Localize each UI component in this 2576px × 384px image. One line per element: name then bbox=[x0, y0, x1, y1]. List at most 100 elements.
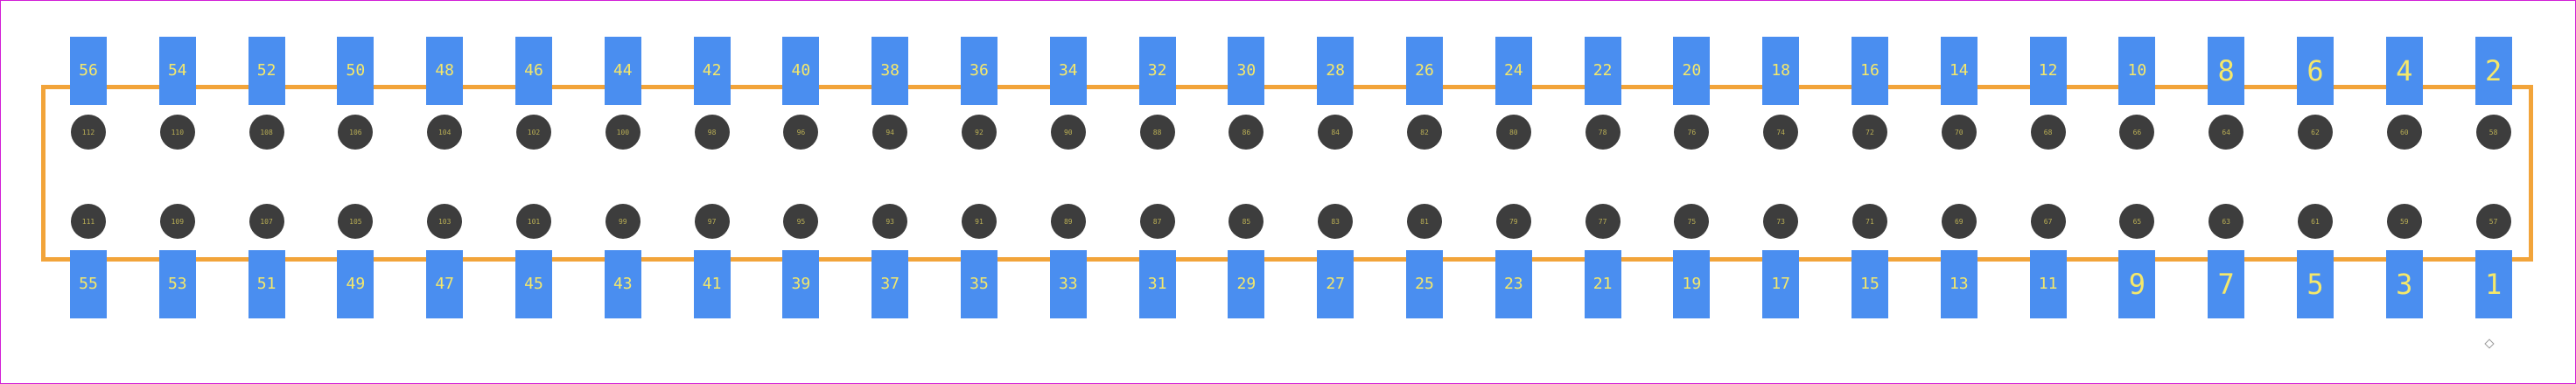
pad-21: 21 bbox=[1584, 250, 1621, 318]
via-hole-61: 61 bbox=[2298, 204, 2333, 239]
silkscreen-outline bbox=[41, 85, 2533, 262]
pad-17: 17 bbox=[1762, 250, 1800, 318]
via-hole-106: 106 bbox=[338, 115, 374, 150]
pad-40: 40 bbox=[782, 37, 820, 105]
via-hole-87: 87 bbox=[1139, 204, 1175, 239]
via-hole-81: 81 bbox=[1407, 204, 1442, 239]
pad-37: 37 bbox=[872, 250, 909, 318]
pad-45: 45 bbox=[515, 250, 552, 318]
pad-30: 30 bbox=[1228, 37, 1265, 105]
via-hole-98: 98 bbox=[694, 115, 730, 150]
pad-4: 4 bbox=[2385, 37, 2423, 105]
pad-31: 31 bbox=[1138, 250, 1176, 318]
via-hole-89: 89 bbox=[1050, 204, 1086, 239]
via-hole-85: 85 bbox=[1228, 204, 1264, 239]
via-hole-101: 101 bbox=[516, 204, 551, 239]
via-hole-72: 72 bbox=[1852, 115, 1887, 150]
pad-22: 22 bbox=[1584, 37, 1621, 105]
pad-47: 47 bbox=[426, 250, 464, 318]
via-hole-70: 70 bbox=[1941, 115, 1977, 150]
pad-14: 14 bbox=[1940, 37, 1978, 105]
pad-20: 20 bbox=[1673, 37, 1711, 105]
pad-49: 49 bbox=[337, 250, 374, 318]
pad-9: 9 bbox=[2118, 250, 2156, 318]
pad-55: 55 bbox=[70, 250, 107, 318]
pad-26: 26 bbox=[1406, 37, 1443, 105]
via-hole-69: 69 bbox=[1941, 204, 1977, 239]
via-hole-111: 111 bbox=[71, 204, 106, 239]
via-hole-96: 96 bbox=[783, 115, 819, 150]
via-hole-77: 77 bbox=[1585, 204, 1620, 239]
pad-33: 33 bbox=[1049, 250, 1087, 318]
via-hole-59: 59 bbox=[2386, 204, 2422, 239]
pad-1: 1 bbox=[2474, 250, 2512, 318]
via-hole-95: 95 bbox=[783, 204, 819, 239]
pad-13: 13 bbox=[1940, 250, 1978, 318]
pad-52: 52 bbox=[248, 37, 285, 105]
via-hole-86: 86 bbox=[1228, 115, 1264, 150]
pad-19: 19 bbox=[1673, 250, 1711, 318]
pad-41: 41 bbox=[693, 250, 731, 318]
via-hole-88: 88 bbox=[1139, 115, 1175, 150]
via-hole-74: 74 bbox=[1763, 115, 1799, 150]
pad-53: 53 bbox=[158, 250, 196, 318]
pad-3: 3 bbox=[2385, 250, 2423, 318]
via-hole-66: 66 bbox=[2119, 115, 2155, 150]
via-hole-107: 107 bbox=[248, 204, 284, 239]
via-hole-60: 60 bbox=[2386, 115, 2422, 150]
pad-12: 12 bbox=[2029, 37, 2067, 105]
via-hole-65: 65 bbox=[2119, 204, 2155, 239]
via-hole-100: 100 bbox=[605, 115, 640, 150]
pad-28: 28 bbox=[1317, 37, 1354, 105]
pad-38: 38 bbox=[872, 37, 909, 105]
pad-5: 5 bbox=[2297, 250, 2334, 318]
via-hole-79: 79 bbox=[1495, 204, 1531, 239]
via-hole-68: 68 bbox=[2030, 115, 2066, 150]
via-hole-67: 67 bbox=[2030, 204, 2066, 239]
via-hole-76: 76 bbox=[1674, 115, 1710, 150]
origin-marker-icon bbox=[2484, 339, 2495, 349]
via-hole-82: 82 bbox=[1407, 115, 1442, 150]
via-hole-63: 63 bbox=[2208, 204, 2244, 239]
pad-36: 36 bbox=[961, 37, 998, 105]
pad-24: 24 bbox=[1494, 37, 1532, 105]
via-hole-105: 105 bbox=[338, 204, 374, 239]
via-hole-64: 64 bbox=[2208, 115, 2244, 150]
via-hole-92: 92 bbox=[962, 115, 997, 150]
pad-11: 11 bbox=[2029, 250, 2067, 318]
via-hole-91: 91 bbox=[962, 204, 997, 239]
via-hole-78: 78 bbox=[1585, 115, 1620, 150]
pad-39: 39 bbox=[782, 250, 820, 318]
pad-56: 56 bbox=[70, 37, 107, 105]
pad-42: 42 bbox=[693, 37, 731, 105]
via-hole-90: 90 bbox=[1050, 115, 1086, 150]
pad-6: 6 bbox=[2297, 37, 2334, 105]
pad-29: 29 bbox=[1228, 250, 1265, 318]
via-hole-102: 102 bbox=[516, 115, 551, 150]
pad-8: 8 bbox=[2208, 37, 2245, 105]
via-hole-58: 58 bbox=[2475, 115, 2511, 150]
via-hole-93: 93 bbox=[872, 204, 908, 239]
via-hole-97: 97 bbox=[694, 204, 730, 239]
pad-43: 43 bbox=[604, 250, 641, 318]
pad-2: 2 bbox=[2474, 37, 2512, 105]
via-hole-108: 108 bbox=[248, 115, 284, 150]
pad-32: 32 bbox=[1138, 37, 1176, 105]
pad-23: 23 bbox=[1494, 250, 1532, 318]
pad-54: 54 bbox=[158, 37, 196, 105]
via-hole-80: 80 bbox=[1495, 115, 1531, 150]
pad-27: 27 bbox=[1317, 250, 1354, 318]
via-hole-112: 112 bbox=[71, 115, 106, 150]
via-hole-62: 62 bbox=[2298, 115, 2333, 150]
via-hole-110: 110 bbox=[159, 115, 195, 150]
via-hole-84: 84 bbox=[1318, 115, 1354, 150]
pad-7: 7 bbox=[2208, 250, 2245, 318]
pad-48: 48 bbox=[426, 37, 464, 105]
via-hole-99: 99 bbox=[605, 204, 640, 239]
via-hole-103: 103 bbox=[427, 204, 463, 239]
pad-15: 15 bbox=[1852, 250, 1888, 318]
pad-18: 18 bbox=[1762, 37, 1800, 105]
via-hole-83: 83 bbox=[1318, 204, 1354, 239]
via-hole-71: 71 bbox=[1852, 204, 1887, 239]
